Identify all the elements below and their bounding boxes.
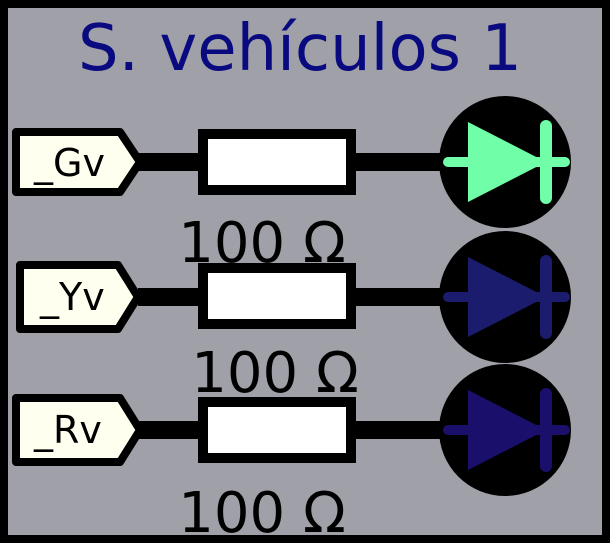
- input-tag-label: _Gv: [33, 141, 105, 185]
- signal-row-yellow: _Yv 100 Ω: [16, 231, 571, 406]
- resistor: [198, 129, 356, 195]
- resistor-value: 100 Ω: [191, 341, 358, 406]
- signal-row-green: _Gv 100 Ω: [12, 96, 571, 276]
- input-tag-label: _Yv: [39, 275, 105, 319]
- resistor: [198, 263, 356, 329]
- led-diode-icon: [443, 388, 570, 472]
- resistor: [198, 397, 356, 463]
- led-diode-icon: [443, 255, 570, 339]
- resistor-value: 100 Ω: [178, 481, 345, 543]
- input-tag-label: _Rv: [33, 408, 102, 452]
- input-tag: [12, 128, 144, 196]
- led-diode-icon: [443, 120, 570, 204]
- signal-row-red: _Rv 100 Ω: [12, 364, 571, 543]
- input-tag: [12, 394, 144, 466]
- diagram-title: S. vehículos 1: [78, 12, 522, 86]
- input-tag: [16, 261, 142, 333]
